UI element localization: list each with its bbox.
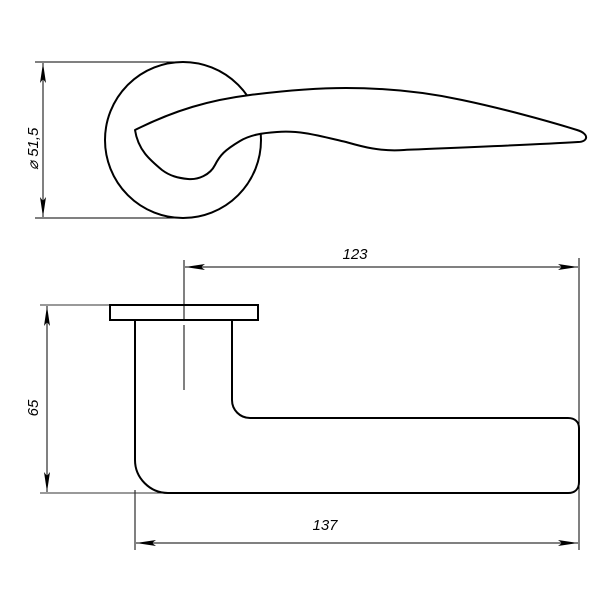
diameter-label: ⌀ 51,5 (25, 127, 42, 170)
top-view: ⌀ 51,5 (25, 61, 588, 219)
lever-side-outline (134, 320, 580, 494)
length-to-axis-label: 123 (342, 246, 368, 263)
height-label: 65 (25, 399, 42, 416)
side-view: 123 65 137 (25, 246, 580, 550)
lever-outline (134, 87, 588, 181)
total-length-label: 137 (312, 517, 338, 534)
